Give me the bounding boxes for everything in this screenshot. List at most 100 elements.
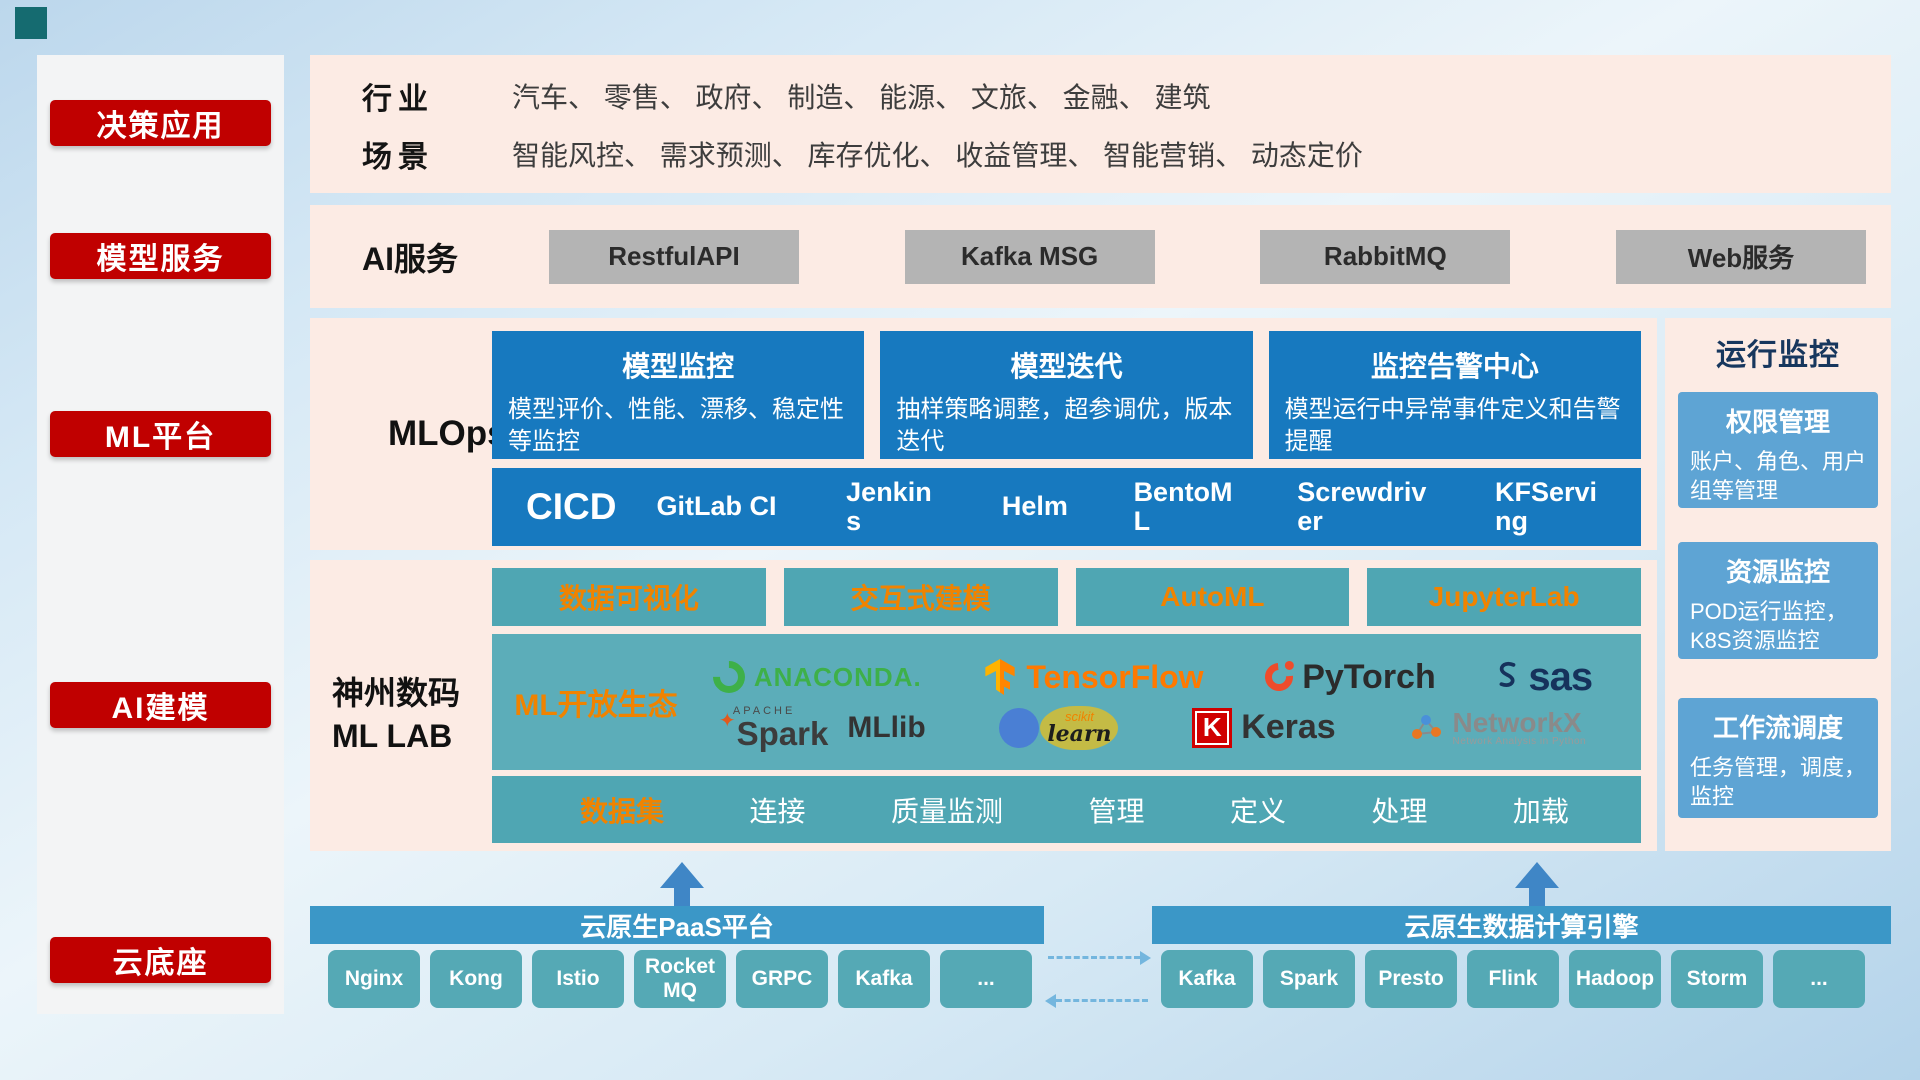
data-engine-header: 云原生数据计算引擎	[1152, 906, 1891, 944]
paas-nginx: Nginx	[328, 950, 420, 1008]
cicd-helm: Helm	[1001, 491, 1068, 522]
ecosystem-logo-row-2: APACHE ✦Spark MLlib scikit learn	[682, 704, 1623, 752]
card-desc: 模型评价、性能、漂移、稳定性等监控	[508, 396, 844, 456]
spark-word: ✦Spark	[719, 711, 829, 752]
dataset-bar: 数据集 连接 质量监测 管理 定义 处理 加载	[492, 776, 1641, 843]
pytorch-icon	[1259, 657, 1299, 697]
dataset-connect: 连接	[749, 795, 806, 827]
keras-wordmark: Keras	[1241, 708, 1336, 746]
card-title: 权限管理	[1725, 407, 1830, 437]
networkx-logo: NetworkX Network Analysis in Python	[1409, 707, 1587, 748]
engine-storm: Storm	[1671, 950, 1763, 1008]
scikit-learn-blob: scikit learn	[1040, 705, 1119, 750]
ml-lab-tools: 数据可视化 交互式建模 AutoML JupyterLab	[492, 568, 1641, 626]
anaconda-logo: ANACONDA.	[706, 654, 922, 700]
paas-grpc: GRPC	[736, 950, 828, 1008]
card-desc: 任务管理，调度，监控	[1690, 755, 1867, 810]
card-title: 模型监控	[622, 351, 735, 382]
card-desc: 模型运行中异常事件定义和告警提醒	[1284, 396, 1621, 456]
mlops-cards: 模型监控 模型评价、性能、漂移、稳定性等监控 模型迭代 抽样策略调整，超参调优，…	[492, 331, 1641, 459]
layer-badge-ai-modeling: AI建模	[50, 682, 271, 728]
networkx-wordmark: NetworkX Network Analysis in Python	[1452, 707, 1587, 748]
ml-ecosystem-label: ML开放生态	[514, 689, 678, 722]
paas-kafka: Kafka	[838, 950, 930, 1008]
card-resource-monitoring: 资源监控 POD运行监控，K8S资源监控	[1678, 542, 1878, 659]
engine-hadoop: Hadoop	[1569, 950, 1661, 1008]
anaconda-wordmark: ANACONDA.	[753, 661, 922, 692]
tool-automl: AutoML	[1075, 568, 1350, 626]
layer-sidebar: 决策应用 模型服务 ML平台 AI建模 云底座	[37, 55, 284, 1014]
ai-service-panel: AI服务 RestfulAPI Kafka MSG RabbitMQ Web服务	[310, 205, 1891, 308]
tensorflow-logo: TensorFlow	[983, 659, 1204, 696]
engine-components: Kafka Spark Presto Flink Hadoop Storm ..…	[1161, 950, 1865, 1008]
scenario-row: 场景 智能风控、 需求预测、 库存优化、 收益管理、 智能营销、 动态定价	[362, 129, 1363, 179]
industry-list: 汽车、 零售、 政府、 制造、 能源、 文旅、 金融、 建筑	[512, 82, 1211, 113]
spark-text: Spark	[736, 714, 829, 752]
dataset-manage: 管理	[1088, 795, 1145, 827]
scikit-label: scikit	[1064, 709, 1094, 724]
paas-components: Nginx Kong Istio RocketMQ GRPC Kafka ...	[328, 950, 1032, 1008]
tool-interactive-modeling: 交互式建模	[783, 568, 1058, 626]
cicd-kfserving: KFServing	[1494, 476, 1598, 536]
ecosystem-logo-row-1: ANACONDA. TensorFlow PyTorch	[682, 654, 1623, 700]
engine-up-arrow-icon	[1515, 862, 1559, 906]
sas-icon	[1499, 661, 1516, 687]
cicd-label: CICD	[526, 486, 617, 527]
card-title: 模型迭代	[1010, 351, 1123, 382]
scenario-list: 智能风控、 需求预测、 库存优化、 收益管理、 智能营销、 动态定价	[512, 140, 1363, 171]
spark-mllib-logo: APACHE ✦Spark MLlib	[719, 704, 926, 752]
paas-to-engine-arrow-icon	[1048, 951, 1151, 965]
ml-lab-panel: 神州数码 ML LAB 数据可视化 交互式建模 AutoML JupyterLa…	[310, 560, 1657, 851]
card-desc: 账户、角色、用户组等管理	[1690, 449, 1867, 504]
mllib-wordmark: MLlib	[847, 710, 926, 744]
layer-badge-ml-platform: ML平台	[50, 411, 271, 457]
engine-presto: Presto	[1365, 950, 1457, 1008]
scenario-label: 场景	[362, 141, 434, 174]
application-layer-panel: 行业 汽车、 零售、 政府、 制造、 能源、 文旅、 金融、 建筑 场景 智能风…	[310, 55, 1891, 193]
scikit-learn-icon	[999, 707, 1040, 748]
scikit-learn-logo: scikit learn	[999, 705, 1119, 750]
ai-service-items: RestfulAPI Kafka MSG RabbitMQ Web服务	[549, 229, 1866, 284]
networkx-icon	[1412, 715, 1442, 740]
card-alert-center: 监控告警中心 模型运行中异常事件定义和告警提醒	[1268, 331, 1641, 459]
pytorch-logo: PyTorch	[1259, 657, 1436, 697]
service-node-restfulapi: RestfulAPI	[549, 229, 799, 284]
tool-jupyterlab: JupyterLab	[1367, 568, 1641, 626]
card-model-iteration: 模型迭代 抽样策略调整，超参调优，版本迭代	[880, 331, 1253, 459]
tool-data-visualization: 数据可视化	[492, 568, 766, 626]
industry-row: 行业 汽车、 零售、 政府、 制造、 能源、 文旅、 金融、 建筑	[362, 71, 1210, 121]
layer-badge-cloud-base: 云底座	[50, 937, 271, 983]
dataset-label: 数据集	[580, 795, 665, 827]
mlops-label: MLOps	[388, 414, 507, 453]
paas-kong: Kong	[430, 950, 522, 1008]
service-node-rabbitmq: RabbitMQ	[1260, 229, 1511, 284]
card-title: 监控告警中心	[1370, 351, 1539, 382]
sas-logo: sas	[1497, 654, 1593, 700]
ml-ecosystem-box: ML开放生态 ANACONDA. TensorFlow	[492, 634, 1641, 770]
card-title: 工作流调度	[1712, 713, 1843, 743]
card-desc: 抽样策略调整，超参调优，版本迭代	[896, 396, 1233, 456]
cicd-bar: CICD GitLab CI Jenkins Helm BentoML Scre…	[492, 468, 1641, 546]
keras-icon: K	[1192, 707, 1233, 748]
ml-lab-label-line1: 神州数码	[332, 675, 461, 711]
engine-to-paas-arrow-icon	[1045, 994, 1148, 1008]
layer-badge-decision-app: 决策应用	[50, 100, 271, 146]
dataset-quality: 质量监测	[890, 795, 1003, 827]
cicd-bentoml: BentoML	[1133, 476, 1233, 536]
learn-label: learn	[1047, 721, 1112, 747]
card-title: 资源监控	[1725, 557, 1830, 587]
paas-rocketmq: RocketMQ	[634, 950, 726, 1008]
ml-lab-label: 神州数码 ML LAB	[332, 672, 490, 758]
sas-wordmark: sas	[1528, 654, 1593, 699]
spark-star-icon: ✦	[718, 709, 736, 732]
engine-kafka: Kafka	[1161, 950, 1253, 1008]
engine-flink: Flink	[1467, 950, 1559, 1008]
engine-more: ...	[1773, 950, 1865, 1008]
apache-label: APACHE	[732, 704, 796, 717]
cicd-items: GitLab CI Jenkins Helm BentoML Screwdriv…	[656, 476, 1607, 536]
networkx-subtitle: Network Analysis in Python	[1452, 735, 1587, 747]
engine-spark: Spark	[1263, 950, 1355, 1008]
ml-ecosystem-logos: ANACONDA. TensorFlow PyTorch	[682, 654, 1623, 752]
dataset-process: 处理	[1371, 795, 1428, 827]
